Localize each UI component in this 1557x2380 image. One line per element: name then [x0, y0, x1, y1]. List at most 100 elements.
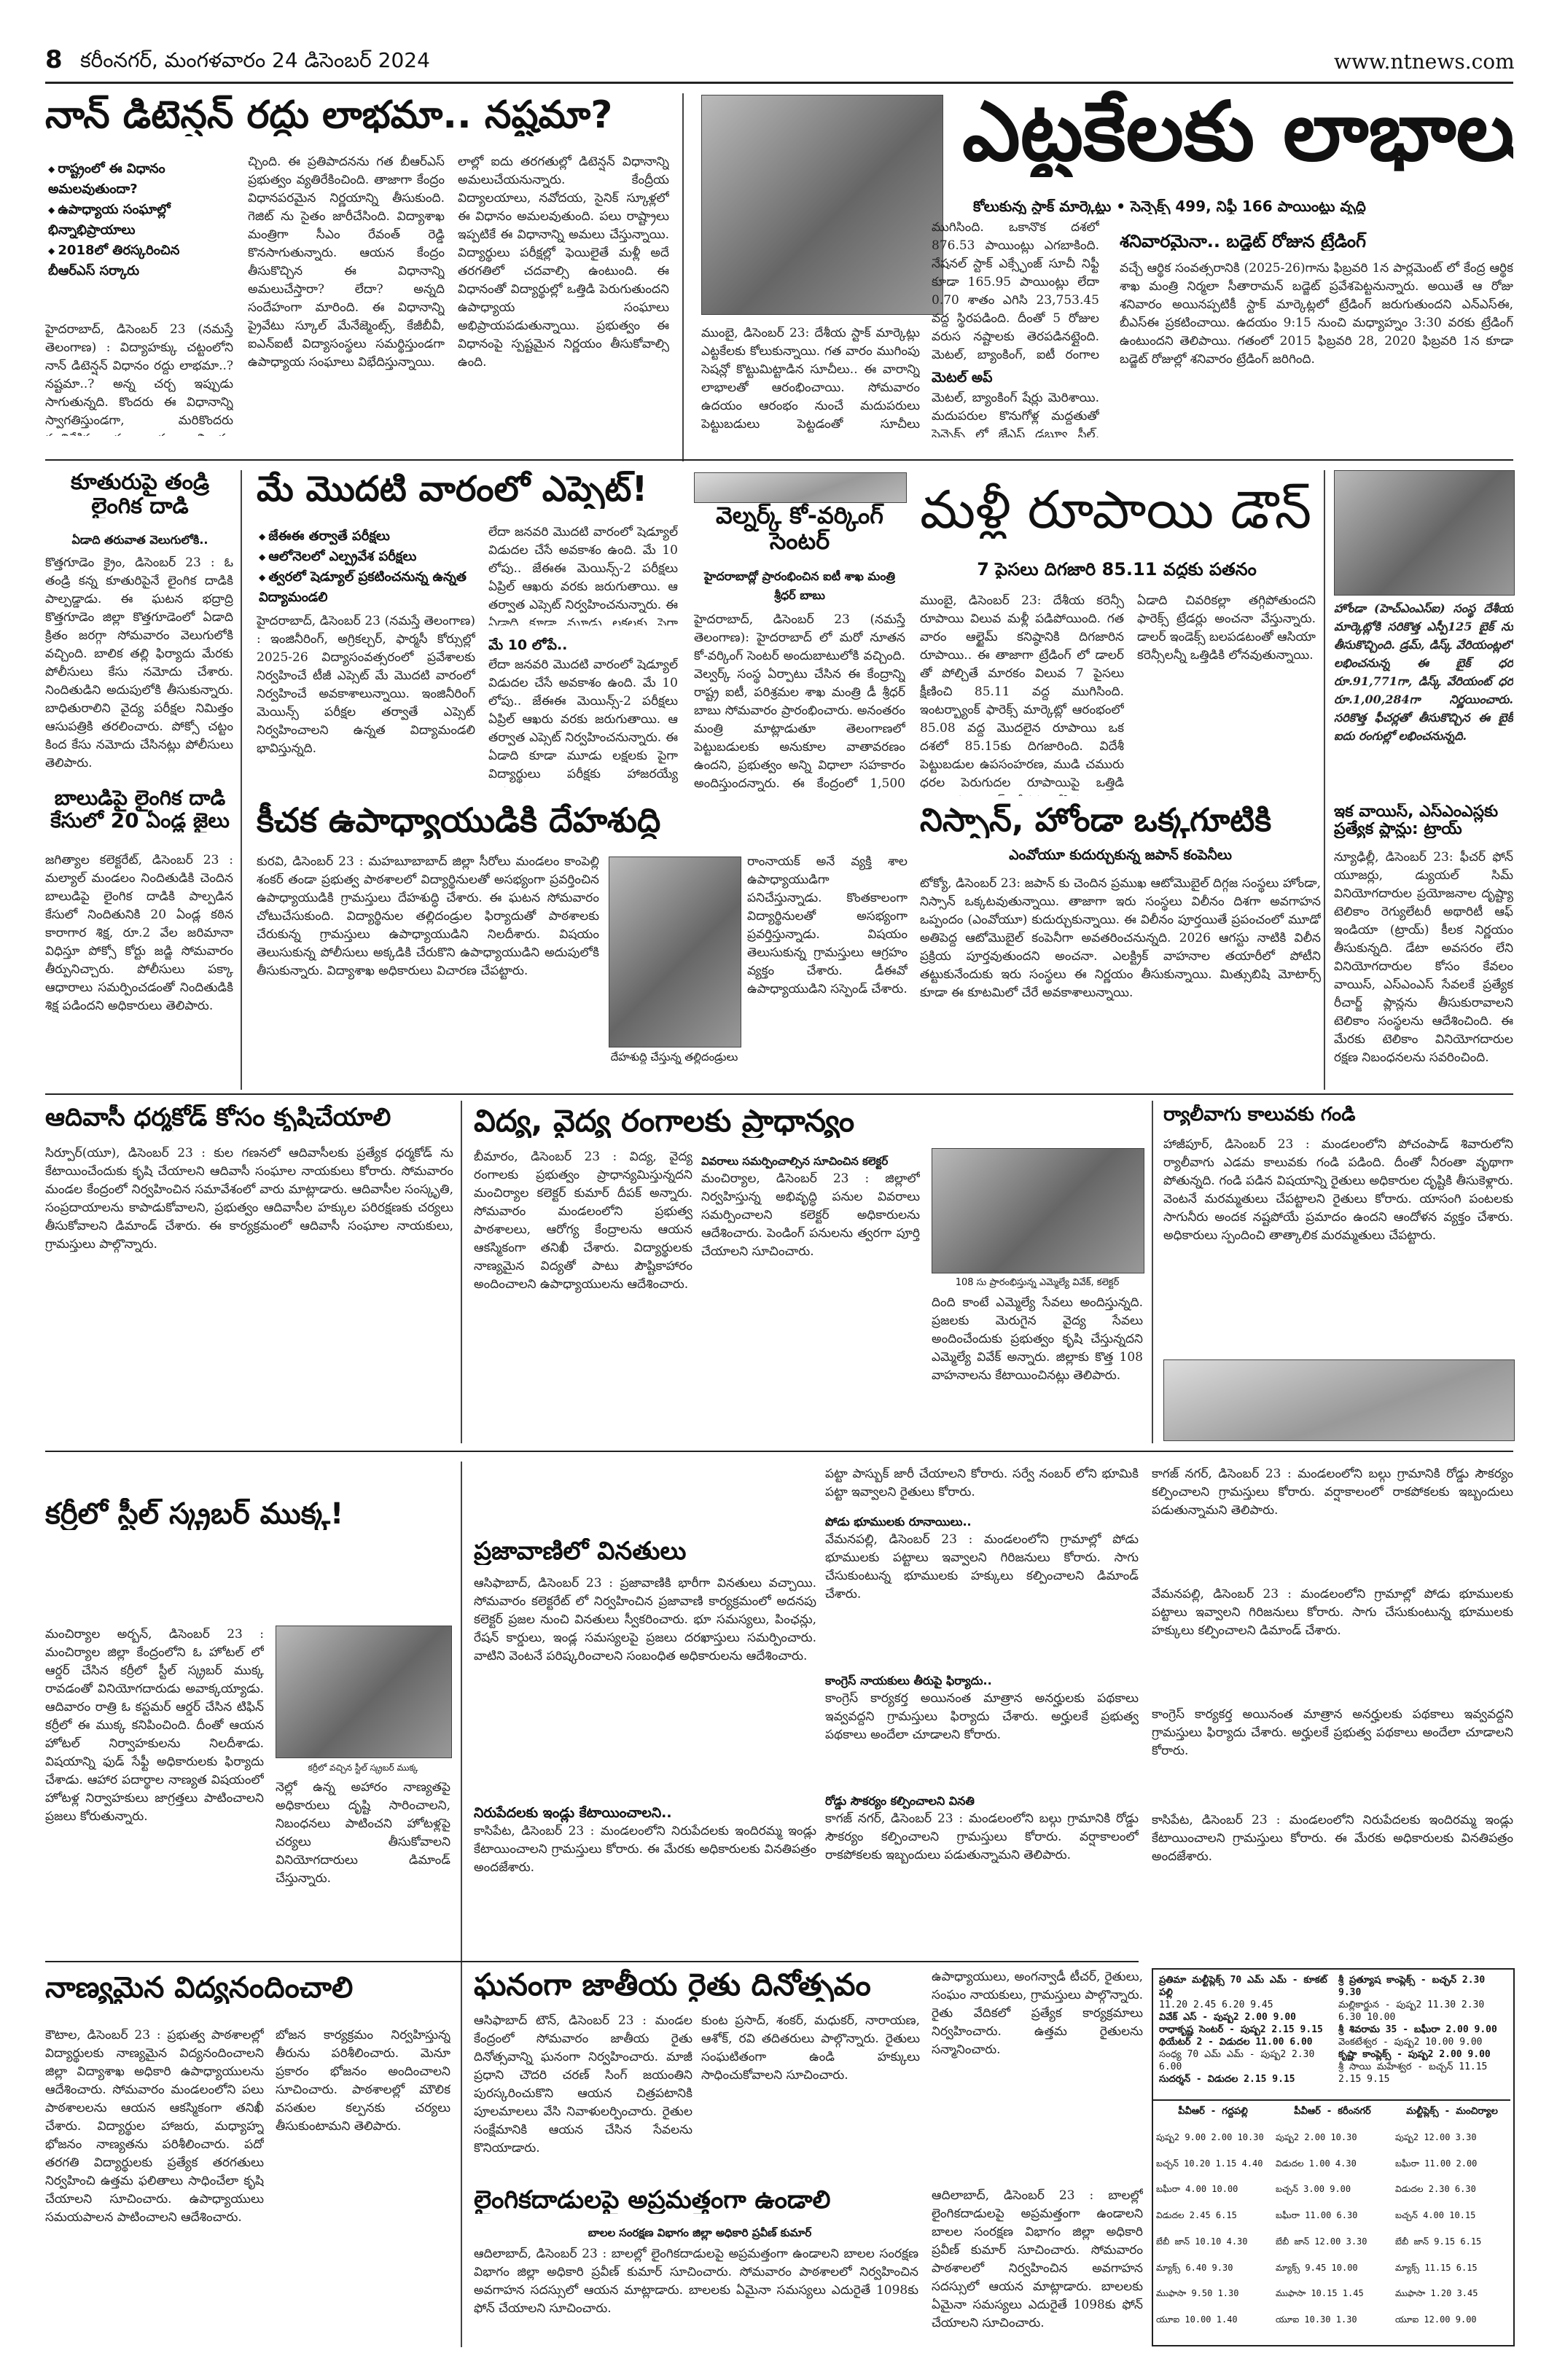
- prajavani-subhead-2: పోడు భూములకు రూనాయిలు..: [825, 1515, 972, 1529]
- adivasi-body: సిర్పూర్(యూ), డిసెంబర్ 23 : కుల గణనలో ఆద…: [45, 1146, 453, 1252]
- epset-bullets: జేఈఈ తర్వాతే పరీక్షలు ఆలోనెలలో ఎల్ప్రవేశ…: [259, 526, 499, 608]
- theatre-grid-cell: బచ్చన్ 4.00 10.15: [1395, 2210, 1476, 2221]
- nissan-headline: నిస్సాన్, హోండా ఒక్కగూటికి: [920, 803, 1272, 839]
- laingika-headline: లైంగికదాడులపై అప్రమత్తంగా ఉండాలి: [474, 2187, 831, 2215]
- prajavani-body-5: కాంగ్రెస్ కార్యకర్త అయినంత మాత్రాన అనర్హ…: [825, 1691, 1139, 1742]
- section-rule: [45, 1093, 1513, 1095]
- column-rule: [461, 1968, 462, 2347]
- vidya-caption: 108 సు ప్రారంభిస్తున్న ఎమ్మెల్యే వివేక్,…: [955, 1277, 1120, 1288]
- steel-photo: [276, 1626, 452, 1758]
- markets-body-1: ముంబై, డిసెంబర్ 23: దేశీయ స్టాక్ మార్కెట…: [701, 326, 920, 432]
- epset-bullet: త్వరలో షెడ్యూల్ ప్రకటించనున్న ఉన్నత విద్…: [259, 567, 499, 608]
- rythu-body-3: ఉపాధ్యాయులు, అంగన్వాడీ టీచర్, రైతులు, సం…: [932, 1970, 1143, 2057]
- theatre-grid-cell: పుష్ప2 12.00 3.30: [1395, 2131, 1477, 2142]
- coworking-headline: వెల్నర్క్ కో-వర్కింగ్ సెంటర్: [716, 503, 883, 555]
- section-rule: [45, 459, 1513, 461]
- theatre-grid-cell: యూఐ 12.00 9.00: [1395, 2314, 1477, 2325]
- theatre-entry: వివేక్ ఎస్ - పుష్ప2 2.00 9.00: [1159, 2012, 1296, 2023]
- epset-headline: మే మొదటి వారంలో ఎప్సెట్!: [257, 470, 648, 509]
- steel-headline: కర్రీలో స్టీల్ స్క్రబర్ ముక్క!: [45, 1498, 344, 1530]
- theatre-grid-head: పీవీఆర్ - గద్దపల్లి: [1178, 2106, 1248, 2117]
- rupee-subtitle: 7 పైసలు దిగజారి 85.11 వద్దకు పతనం: [977, 560, 1257, 580]
- keechaka-body: కురవి, డిసెంబర్ 23 : మహబూబాబాద్ జిల్లా స…: [257, 854, 599, 978]
- theatre-entry: 11.20 2.45 6.20 9.45: [1159, 1999, 1273, 2010]
- coworking-kicker: హైదరాబాద్లో ప్రారంభించిన ఐటీ శాఖ మంత్రి …: [704, 569, 895, 602]
- theatre-grid-cell: బఘీరా 11.00 6.30: [1276, 2210, 1358, 2221]
- epset-bullet: ఆలోనెలలో ఎల్ప్రవేశ పరీక్షలు: [259, 547, 499, 567]
- keechaka-caption: దేహశుద్ధి చేస్తున్న తల్లిదండ్రులు: [610, 1050, 738, 1064]
- balika-headline: బాలుడిపై లైంగిక దాడి కేసులో 20 ఏండ్ల జైల…: [50, 787, 230, 832]
- theatre-col-1: ప్రతిమా మల్టీప్లెక్స్ 70 ఎమ్ ఎమ్ - కూకట్…: [1159, 1974, 1334, 2086]
- epset-body-2: లేదా జనవరి మొదటి వారంలో షెడ్యూల్ విడుదల …: [488, 658, 678, 787]
- budget-trading-head: శనివారమైనా.. బడ్జెట్ రోజున ట్రేడింగ్: [1120, 232, 1367, 251]
- markets-subtitle: కోలుకున్న స్టాక్ మార్కెట్లు • సెన్సెక్స్…: [973, 198, 1366, 214]
- theatre-grid-head: మల్టీప్లెక్స్ - మంచిర్యాల: [1406, 2106, 1498, 2117]
- epset-subhead: మే 10 లోపే..: [488, 637, 568, 653]
- detention-bullet: ఉపాధ్యాయ సంఘాల్లో భిన్నాభిప్రాయాలు: [48, 200, 223, 241]
- theatre-entry: కృష్ణా కాంప్లెక్స్ - పుష్ప2 2.00 9.00: [1338, 2049, 1491, 2060]
- nissan-kicker: ఎంవోయూ కుదుర్చుకున్న జపాన్ కంపెనీలు: [1009, 847, 1232, 863]
- column-rule: [1152, 1101, 1153, 1443]
- prajavani-body-4: వేమనపల్లి, డిసెంబర్ 23 : మండలంలోని గ్రామ…: [825, 1532, 1139, 1601]
- honda-bike-photo: [1334, 470, 1515, 596]
- nanyamaina-body-2: బోజన కార్యక్రమం నిర్వహిస్తున్న తీరును పర…: [276, 2028, 450, 2134]
- prajavani-subhead: నిరుపేదలకు ఇండ్లు కేటాయించాలని..: [474, 1805, 672, 1821]
- theatre-listings: [1152, 1968, 1515, 2346]
- prajavani-body-col2c: కాంగ్రెస్ కార్యకర్త అయినంత మాత్రాన అనర్హ…: [1152, 1707, 1513, 1758]
- prajavani-body-3: పట్టా పాస్బుక్ జారీ చేయాలని కోరారు. సర్వ…: [825, 1467, 1139, 1499]
- ryalivagu-photo: [1163, 1359, 1515, 1441]
- steel-body: మంచిర్యాల అర్బన్, డిసెంబర్ 23 : మంచిర్యా…: [45, 1627, 264, 1824]
- theatre-grid-cell: మ్యాక్స్ 6.40 9.30: [1156, 2262, 1233, 2273]
- column-rule: [682, 93, 684, 461]
- epset-bullet: జేఈఈ తర్వాతే పరీక్షలు: [259, 526, 499, 547]
- trai-body: న్యూఢిల్లీ, డిసెంబర్ 23: ఫీచర్ ఫోన్ యూజర…: [1334, 850, 1513, 1065]
- nanyamaina-headline: నాణ్యమైన విద్యనందించాలి: [45, 1972, 354, 2004]
- theatre-grid-cell: విడుదల 1.00 4.30: [1276, 2158, 1357, 2169]
- theatre-entry: శ్రీ శివరామ 35 - బఘీరా 2.00 9.00: [1338, 2024, 1497, 2035]
- theatre-grid-cell: యూఐ 10.00 1.40: [1156, 2314, 1238, 2325]
- balika-body: జగిత్యాల కలెక్టరేట్, డిసెంబర్ 23 : మల్యా…: [45, 853, 233, 1013]
- theatre-grid-cell: యూఐ 10.30 1.30: [1276, 2314, 1357, 2325]
- markets-headline: ఎట్టకేలకు లాభాలు: [962, 87, 1513, 178]
- prajavani-body-2: కాసిపేట, డిసెంబర్ 23 : మండలంలోని నిరుపేద…: [474, 1824, 816, 1875]
- theatre-entry: శ్రీ సాయి మహేశ్వర - బచ్చన్ 11.15 2.15 9.…: [1338, 2061, 1488, 2085]
- theatre-grid-cell: బఘీరా 11.00 2.00: [1395, 2158, 1478, 2169]
- theatre-col-2: శ్రీ ప్రత్యూష కాంప్లెక్స్ - బచ్చన్ 2.30 …: [1338, 1974, 1507, 2086]
- date-line: కరీంనగర్, మంగళవారం 24 డిసెంబర్ 2024: [80, 50, 430, 72]
- prajavani-body-col2b: వేమనపల్లి, డిసెంబర్ 23 : మండలంలోని గ్రామ…: [1152, 1587, 1513, 1638]
- keechaka-body-2: రాంనాయక్ అనే వ్యక్తి శాల ఉపాధ్యాయుడిగా ప…: [747, 854, 908, 996]
- theatre-grid-cell: మ్యాక్స్ 9.45 10.00: [1276, 2262, 1358, 2273]
- ryalivagu-body: హాజీపూర్, డిసెంబర్ 23 : మండలంలోని పోచంపా…: [1163, 1137, 1513, 1243]
- detention-headline: నాన్ డిటెన్షన్ రద్దు లాభమా.. నష్టమా?: [45, 95, 613, 137]
- column-rule: [461, 1101, 462, 1443]
- theatre-entry: థియేటర్ 2 - విడుదల 11.00 6.00: [1159, 2037, 1313, 2048]
- metal-body: మెటల్, బ్యాంకింగ్ షేర్లు మెరిశాయి. మదుపర…: [932, 391, 1099, 437]
- theatre-grid-cell: విడుదల 2.30 6.30: [1395, 2184, 1476, 2195]
- rythu-headline: ఘనంగా జాతీయ రైతు దినోత్సవం: [474, 1968, 871, 2002]
- theatre-grid-cell: బేబీ జాన్ 12.00 3.30: [1276, 2236, 1367, 2247]
- theatre-entry: మల్లికార్జున - పుష్ప2 11.30 2.30 6.30 10…: [1338, 1999, 1485, 2023]
- theatre-grid-cell: బేబీ జాన్ 9.15 6.15: [1395, 2236, 1482, 2247]
- column-rule: [1324, 470, 1325, 1090]
- nissan-body: టోక్యో, డిసెంబర్ 23: జపాన్ కు చెందిన ప్ర…: [920, 876, 1321, 1000]
- prajavani-body-1: ఆసిఫాబాద్, డిసెంబర్ 23 : ప్రజావాణికి భార…: [474, 1576, 816, 1663]
- prajavani-subhead-3: కాంగ్రెస్ నాయకులు తీరుపై ఫిర్యాదు..: [825, 1674, 992, 1688]
- detention-body-2: చ్చింది. ఈ ప్రతిపాదనను గత బీఆర్ఎస్ ప్రభు…: [248, 155, 445, 370]
- theatre-grid-cell: ముఫాసా 9.50 1.30: [1156, 2288, 1239, 2299]
- honda-body: హోండా (హెచ్ఎంఎస్ఐ) సంస్థ దేశీయ మార్కెట్ల…: [1334, 601, 1513, 743]
- laingika-kicker: బాలల సంరక్షణ విభాగం జిల్లా అధికారి ప్రవీ…: [588, 2226, 812, 2239]
- theatre-entry: సంధ్య 70 ఎమ్ ఎమ్ - పుష్ప2 2.30 6.00: [1159, 2049, 1315, 2072]
- section-rule: [45, 1961, 1139, 1962]
- vidya-subhead: వివరాలు సమర్పించాల్సిన సూచించిన కలెక్టర్: [701, 1155, 889, 1168]
- detention-bullets: రాష్ట్రంలో ఈ విధానం అమలవుతుందా? ఉపాధ్యాయ…: [48, 159, 223, 281]
- theatre-grid-cell: బచ్చన్ 10.20 1.15 4.40: [1156, 2158, 1263, 2169]
- coworking-photo: [694, 472, 907, 503]
- adivasi-headline: ఆదివాసీ ధర్మకోడ్ కోసం కృషిచేయాలి: [45, 1104, 391, 1132]
- theatre-grid-cell: మ్యాక్స్ 11.15 6.15: [1395, 2262, 1478, 2273]
- steel-body-2: నెల్లో ఉన్న అహారం నాణ్యతపై అధికారులు దృష…: [276, 1780, 450, 1886]
- detention-body-3: లాల్లో ఐదు తరగతుల్లో డిటెన్షన్ విధానాన్న…: [458, 155, 669, 370]
- markets-photo: [701, 95, 943, 315]
- prajavani-body-col2: కాగజ్ నగర్, డిసెంబర్ 23 : మండలంలోని బల్గ…: [1152, 1467, 1513, 1518]
- vidya-photo: [932, 1148, 1144, 1273]
- keechaka-headline: కీచక ఉపాధ్యాయుడికి దేహశుద్ధి: [257, 802, 661, 839]
